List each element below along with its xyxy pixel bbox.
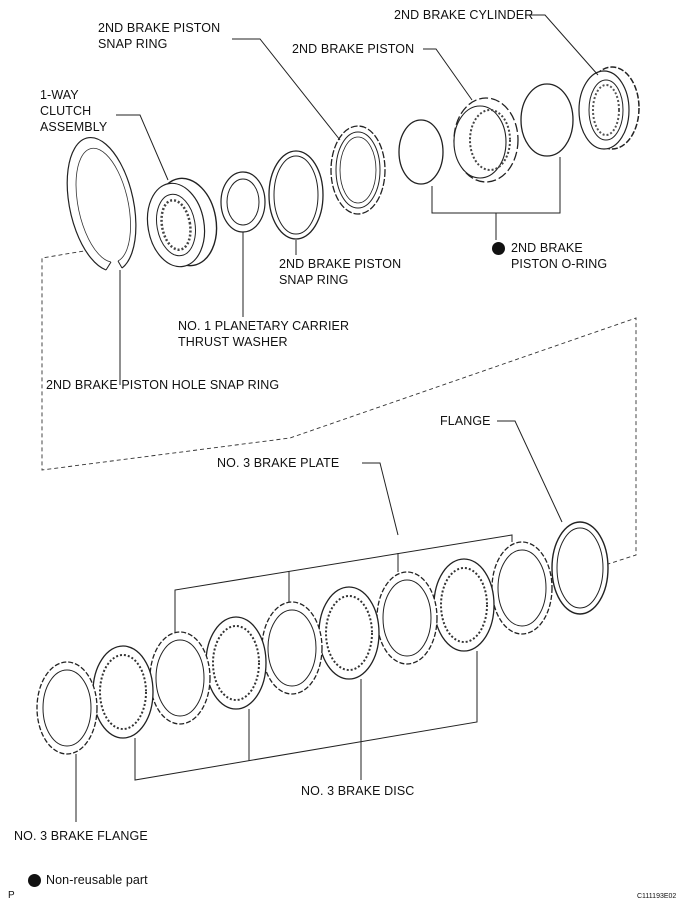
disc-3: [318, 586, 380, 680]
disc-2: [205, 616, 267, 710]
label-piston-o-ring: 2ND BRAKE PISTON O-RING: [511, 241, 608, 271]
non-reusable-bullet-o-ring: [492, 242, 505, 255]
label-hole-snap-ring: 2ND BRAKE PISTON HOLE SNAP RING: [46, 378, 280, 392]
piston-snap-ring-top-part: [330, 125, 386, 215]
label-brake-cylinder: 2ND BRAKE CYLINDER: [394, 8, 534, 22]
leader-brake-plate: [362, 462, 399, 536]
brake-disc-bracket: [134, 651, 478, 781]
flange-part: [551, 521, 609, 615]
brake-plate-bracket: [174, 534, 513, 632]
plate-8: [491, 541, 553, 635]
brake-piston-part: [453, 97, 519, 183]
label-brake-flange: NO. 3 BRAKE FLANGE: [14, 829, 148, 843]
brake-flange-part: [36, 661, 98, 755]
legend-bullet-icon: [28, 874, 41, 887]
one-way-clutch-part: [146, 177, 218, 268]
leader-snap-ring-top: [232, 38, 341, 141]
piston-snap-ring-mid-part: [268, 150, 324, 240]
leader-brake-cylinder: [525, 14, 599, 76]
label-brake-piston: 2ND BRAKE PISTON: [292, 42, 415, 56]
plate-6: [261, 601, 323, 695]
label-brake-plate: NO. 3 BRAKE PLATE: [217, 456, 340, 470]
plate-7: [376, 571, 438, 665]
o-ring-part-2: [520, 83, 574, 157]
thrust-washer-part: [220, 171, 266, 233]
page-marker: P: [8, 890, 15, 901]
plate-5: [149, 631, 211, 725]
disc-1: [92, 645, 154, 739]
label-thrust-washer: NO. 1 PLANETARY CARRIER THRUST WASHER: [178, 319, 350, 349]
label-piston-snap-ring-mid: 2ND BRAKE PISTON SNAP RING: [279, 257, 402, 287]
label-one-way-clutch: 1-WAY CLUTCH ASSEMBLY: [40, 88, 108, 134]
label-piston-snap-ring-top: 2ND BRAKE PISTON SNAP RING: [98, 21, 221, 51]
figure-code: C111193E02: [637, 893, 677, 900]
leader-flange: [497, 420, 563, 523]
disc-4: [433, 558, 495, 652]
leader-clutch: [116, 114, 169, 181]
legend-text: Non-reusable part: [46, 873, 148, 887]
leader-brake-piston: [423, 48, 473, 101]
brake-cylinder-part: [578, 66, 640, 150]
label-brake-disc: NO. 3 BRAKE DISC: [301, 784, 415, 798]
o-ring-part-1: [398, 119, 444, 185]
upper-assembly-guide: [41, 249, 637, 566]
hole-snap-ring-part: [66, 137, 137, 271]
label-flange: FLANGE: [440, 414, 491, 428]
